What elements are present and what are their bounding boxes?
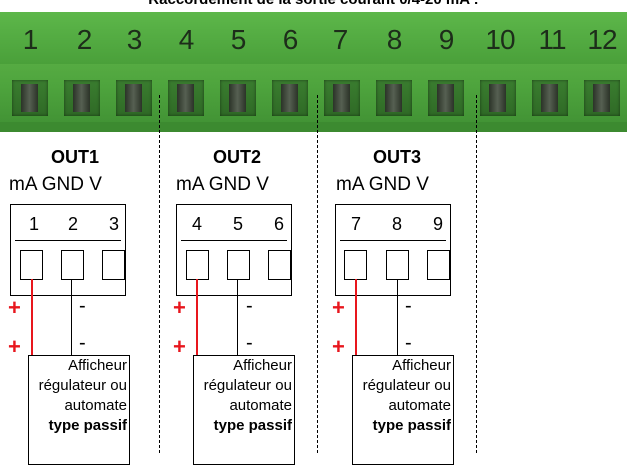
terminal-number: 5 — [232, 214, 243, 234]
device-label: régulateur ou — [362, 377, 451, 394]
group-divider — [476, 95, 477, 453]
terminal-number: 2 — [67, 214, 78, 234]
plus-sign: + — [8, 334, 21, 359]
pin-label: 12 — [587, 24, 617, 55]
terminal-slot — [186, 250, 209, 280]
terminal-diagram-box: 7 8 9 — [335, 204, 451, 296]
terminal-slot — [61, 250, 84, 280]
output-title: OUT2 — [212, 147, 261, 167]
minus-sign: - — [79, 295, 86, 317]
output-title: OUT1 — [50, 147, 99, 167]
plus-wire — [31, 279, 33, 355]
minus-sign: - — [79, 332, 86, 354]
terminal-slot — [227, 250, 250, 280]
pin-label: 7 — [332, 24, 349, 55]
device-label: régulateur ou — [38, 377, 127, 394]
device-type-label: type passif — [48, 417, 127, 434]
plus-sign: + — [173, 295, 186, 320]
device-label: Afficheur — [392, 357, 451, 374]
terminal-diagram-box: 4 5 6 — [176, 204, 292, 296]
group-divider — [317, 95, 318, 453]
plus-sign: + — [173, 334, 186, 359]
device-label: régulateur ou — [203, 377, 292, 394]
box-separator — [15, 240, 121, 241]
terminal-slot — [20, 250, 43, 280]
pin-label: 4 — [178, 24, 195, 55]
screw-clamp — [324, 80, 360, 116]
device-type-label: type passif — [213, 417, 292, 434]
plus-sign: + — [332, 295, 345, 320]
output-signal-labels: mA GND V — [336, 174, 429, 195]
box-separator — [181, 240, 287, 241]
device-label: automate — [64, 397, 127, 414]
pin-label: 1 — [22, 24, 39, 55]
terminal-number: 4 — [191, 214, 202, 234]
screw-clamp — [272, 80, 308, 116]
terminal-number: 3 — [108, 214, 119, 234]
terminal-number: 9 — [432, 214, 443, 234]
terminal-slot — [386, 250, 409, 280]
pin-label: 2 — [76, 24, 93, 55]
output-signal-labels: mA GND V — [9, 174, 102, 195]
minus-sign: - — [405, 295, 412, 317]
screw-clamp — [220, 80, 256, 116]
pin-label: 8 — [386, 24, 403, 55]
screw-clamp — [532, 80, 568, 116]
screw-clamp — [12, 80, 48, 116]
output-signal-labels: mA GND V — [176, 174, 269, 195]
pin-label: 11 — [538, 24, 566, 55]
pin-label: 9 — [438, 24, 455, 55]
display-device: Afficheur régulateur ou automate type pa… — [28, 355, 130, 465]
plus-sign: + — [8, 295, 21, 320]
minus-wire — [71, 279, 72, 355]
screw-clamp — [584, 80, 620, 116]
plus-sign: + — [332, 334, 345, 359]
terminal-slot — [344, 250, 367, 280]
pin-label: 10 — [485, 24, 515, 55]
terminal-diagram-box: 1 2 3 — [10, 204, 126, 296]
terminal-number: 1 — [28, 214, 39, 234]
device-label: automate — [229, 397, 292, 414]
screw-clamp — [480, 80, 516, 116]
diagram-title: Raccordement de la sortie courant 0/4-20… — [0, 0, 627, 9]
pin-label: 6 — [282, 24, 299, 55]
minus-sign: - — [405, 332, 412, 354]
display-device: Afficheur régulateur ou automate type pa… — [352, 355, 454, 465]
screw-clamp — [64, 80, 100, 116]
terminal-block: 1 2 3 4 5 6 7 8 9 10 11 12 — [0, 12, 627, 132]
device-label: automate — [388, 397, 451, 414]
plus-wire — [196, 279, 198, 355]
terminal-number: 6 — [273, 214, 284, 234]
screw-clamp — [428, 80, 464, 116]
output-title: OUT3 — [372, 147, 421, 167]
minus-sign: - — [246, 295, 253, 317]
terminal-slot — [268, 250, 291, 280]
minus-wire — [397, 279, 398, 355]
group-divider — [159, 95, 160, 453]
terminal-number: 8 — [391, 214, 402, 234]
minus-sign: - — [246, 332, 253, 354]
pin-label: 3 — [126, 24, 143, 55]
plus-wire — [355, 279, 357, 355]
pin-label: 5 — [230, 24, 247, 55]
display-device: Afficheur régulateur ou automate type pa… — [193, 355, 295, 465]
device-type-label: type passif — [372, 417, 451, 434]
screw-clamp — [376, 80, 412, 116]
box-separator — [340, 240, 446, 241]
screw-clamp — [168, 80, 204, 116]
terminal-slot — [427, 250, 450, 280]
terminal-number: 7 — [350, 214, 361, 234]
minus-wire — [237, 279, 238, 355]
screw-clamp — [116, 80, 152, 116]
terminal-slot — [102, 250, 125, 280]
device-label: Afficheur — [68, 357, 127, 374]
device-label: Afficheur — [233, 357, 292, 374]
terminal-block-top — [0, 12, 627, 64]
terminal-block-base — [0, 122, 627, 132]
